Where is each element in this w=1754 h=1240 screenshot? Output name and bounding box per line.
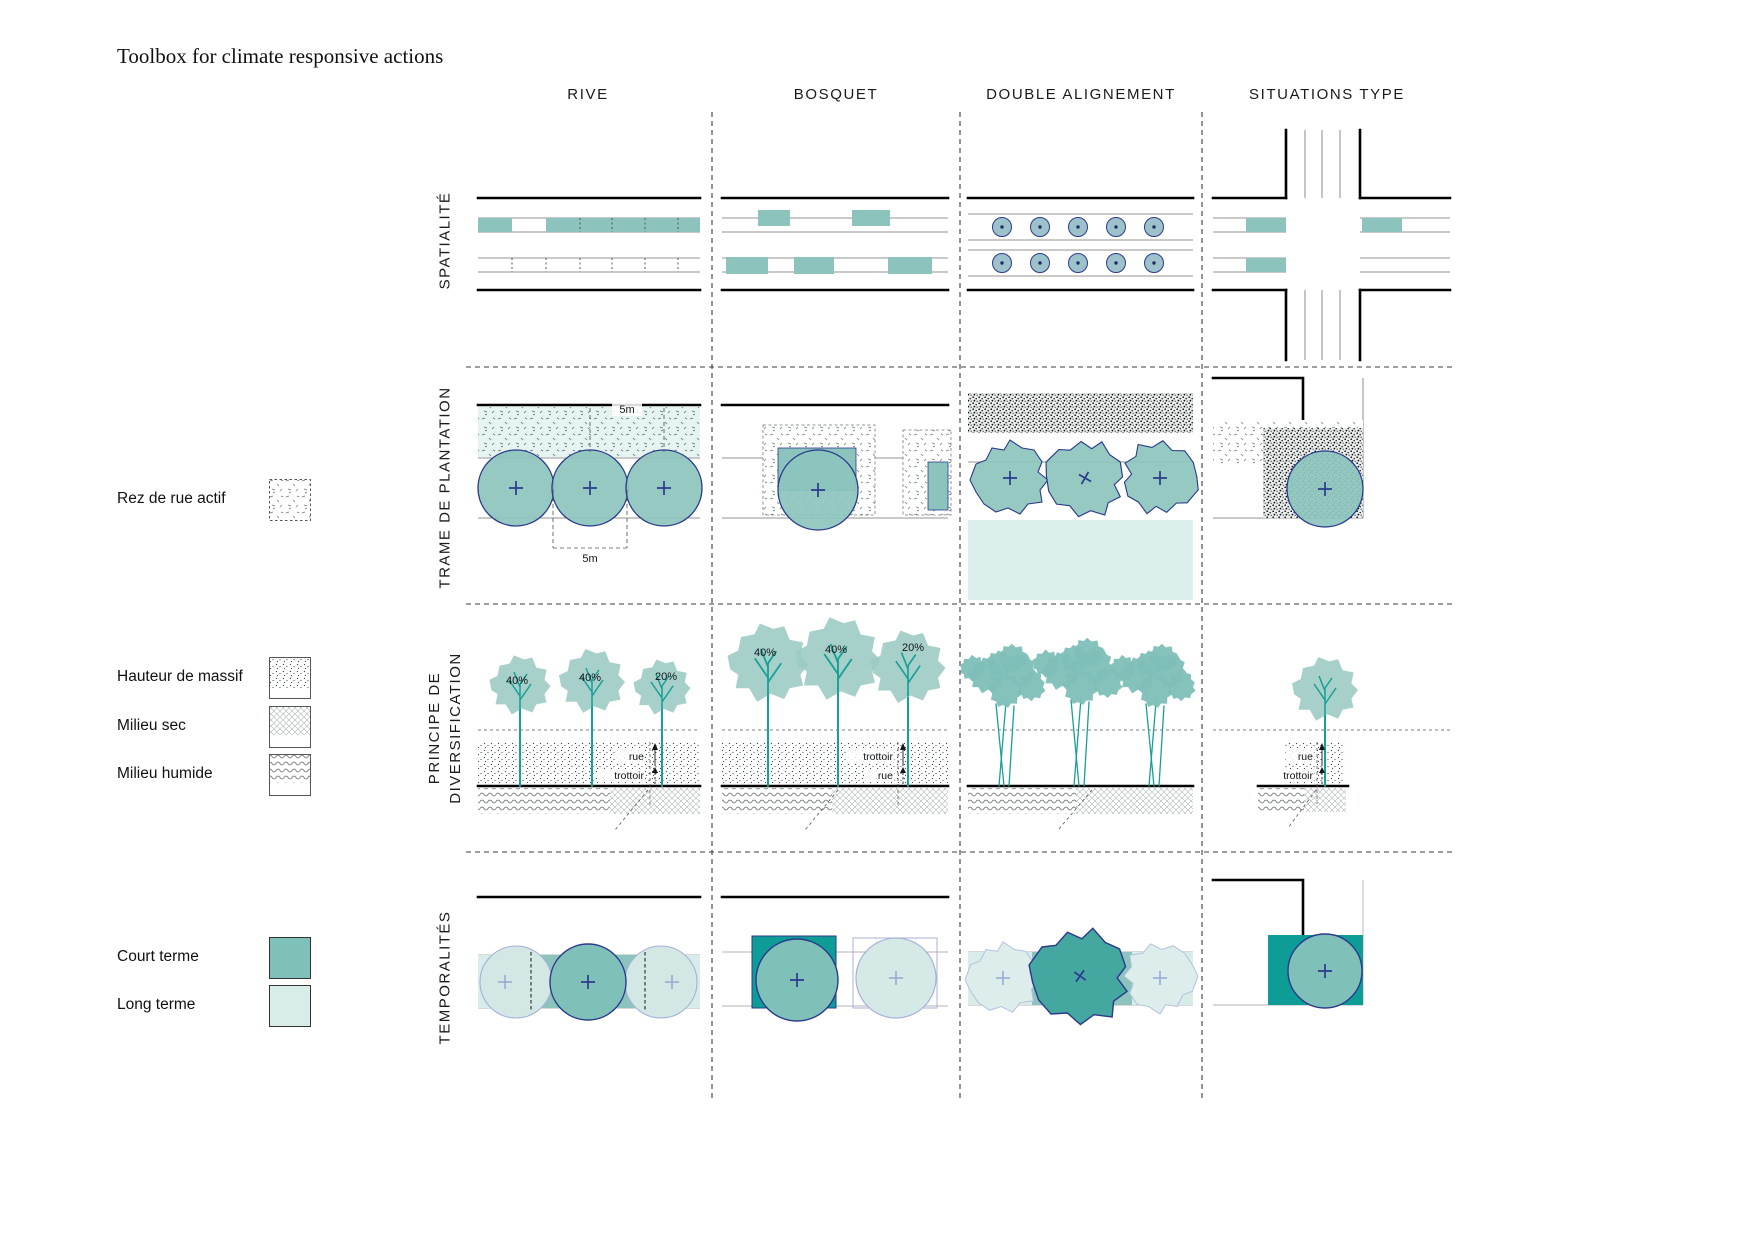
dimension-label-bottom: 5m — [582, 553, 597, 565]
tree-elevation — [727, 623, 809, 787]
street-label-trottoir: trottoir — [1283, 770, 1313, 782]
planting-square — [927, 461, 949, 511]
tree-elevation-cluster — [1029, 633, 1129, 787]
cell-diversification-double-alignement — [956, 633, 1201, 831]
milieu-sec-band — [610, 788, 700, 814]
tree-elevation-cluster — [1106, 640, 1201, 787]
planting-block — [726, 257, 768, 274]
tree-elevation — [795, 617, 881, 787]
tree-elevation — [870, 630, 946, 787]
cell-trame-bosquet — [720, 403, 952, 531]
active-frontage-band — [478, 407, 700, 457]
milieu-humide-band — [478, 788, 610, 814]
diversity-pct-label: 20% — [655, 671, 677, 683]
legend-label-long-terme: Long terme — [117, 996, 196, 1013]
grid-separators — [466, 112, 1452, 1098]
tree-crown-blob — [969, 439, 1049, 515]
street-section-labels: rue trottoir — [1266, 742, 1325, 804]
legend-swatch-milieu-sec — [269, 706, 311, 748]
planting-strip — [1362, 218, 1402, 232]
milieu-sec-band — [1076, 788, 1193, 814]
planting-strip — [546, 218, 700, 232]
legend-label-hauteur-de-massif: Hauteur de massif — [117, 668, 243, 685]
street-section-labels: rue trottoir — [597, 742, 658, 806]
tree-elevation — [489, 655, 551, 787]
street-section-labels: trottoir rue — [846, 742, 906, 806]
cell-spatialite-situations-type — [1211, 128, 1452, 362]
cell-temporalites-double-alignement — [964, 914, 1199, 1035]
planting-block — [758, 210, 790, 226]
legend-swatch-rez-de-rue-actif — [269, 479, 311, 521]
tree-plan-row-bottom — [992, 253, 1164, 273]
massif-height-band — [722, 742, 948, 786]
tree-plan-row-top — [992, 217, 1164, 237]
cell-spatialite-double-alignement — [966, 196, 1195, 292]
column-header-rive: RIVE — [567, 86, 609, 103]
legend-label-milieu-humide: Milieu humide — [117, 765, 213, 782]
legend-label-rez-de-rue-actif: Rez de rue actif — [117, 490, 226, 507]
cell-trame-rive: 5m 5m — [476, 403, 703, 565]
future-tree-crown — [479, 945, 553, 1019]
milieu-humide-band — [968, 788, 1076, 814]
milieu-humide-band — [722, 788, 832, 814]
cell-temporalites-rive — [476, 895, 702, 1021]
cell-spatialite-bosquet — [720, 196, 950, 292]
tree-elevation — [633, 659, 691, 787]
planting-strip — [1246, 218, 1286, 232]
street-label-rue: rue — [1298, 751, 1313, 763]
legend-swatch-hauteur-de-massif — [269, 657, 311, 699]
street-label-trottoir: trottoir — [863, 751, 893, 763]
page-title: Toolbox for climate responsive actions — [117, 44, 444, 68]
cell-temporalites-situations-type — [1211, 878, 1364, 1009]
diversity-pct-label: 40% — [579, 672, 601, 684]
long-term-zone — [968, 520, 1193, 600]
diversity-pct-label: 40% — [754, 647, 776, 659]
dense-massif-band — [968, 393, 1193, 433]
massif-height-band — [478, 742, 700, 786]
cell-spatialite-rive — [476, 196, 702, 292]
legend-label-court-terme: Court terme — [117, 948, 199, 965]
cell-trame-situations-type — [1211, 376, 1364, 528]
tree-elevation — [559, 649, 625, 787]
future-tree-crown — [624, 945, 698, 1019]
planting-strip — [478, 218, 512, 232]
planting-block — [852, 210, 890, 226]
tree-crown-blob — [1030, 423, 1139, 530]
cell-diversification-bosquet: 40% 40% 20% trottoir rue — [720, 617, 950, 831]
diversity-pct-label: 20% — [902, 642, 924, 654]
legend-swatch-court-terme — [269, 937, 311, 979]
milieu-sec-band — [832, 788, 948, 814]
column-header-situations-type: SITUATIONS TYPE — [1249, 86, 1405, 103]
legend-swatch-milieu-humide — [269, 754, 311, 796]
planting-block — [794, 257, 834, 274]
tree-elevation-cluster — [956, 640, 1051, 787]
cell-diversification-situations-type: rue trottoir — [1213, 657, 1450, 829]
street-label-trottoir: trottoir — [614, 770, 644, 782]
column-header-double-alignement: DOUBLE ALIGNEMENT — [986, 86, 1176, 103]
column-header-bosquet: BOSQUET — [793, 86, 879, 103]
cell-trame-double-alignement — [968, 393, 1211, 600]
dimension-label-top: 5m — [619, 404, 634, 416]
diversity-pct-label: 40% — [825, 644, 847, 656]
planting-block — [888, 257, 932, 274]
legend-swatch-long-terme — [269, 985, 311, 1027]
diversity-pct-label: 40% — [506, 675, 528, 687]
milieu-humide-band — [1258, 788, 1304, 812]
milieu-sec-band — [1304, 788, 1346, 812]
planting-strip — [1246, 258, 1286, 272]
cell-diversification-rive: 40% 40% 20% rue trottoir — [476, 649, 702, 831]
street-label-rue: rue — [878, 770, 893, 782]
legend-label-milieu-sec: Milieu sec — [117, 717, 186, 734]
cell-temporalites-bosquet — [720, 895, 950, 1022]
street-label-rue: rue — [629, 751, 644, 763]
